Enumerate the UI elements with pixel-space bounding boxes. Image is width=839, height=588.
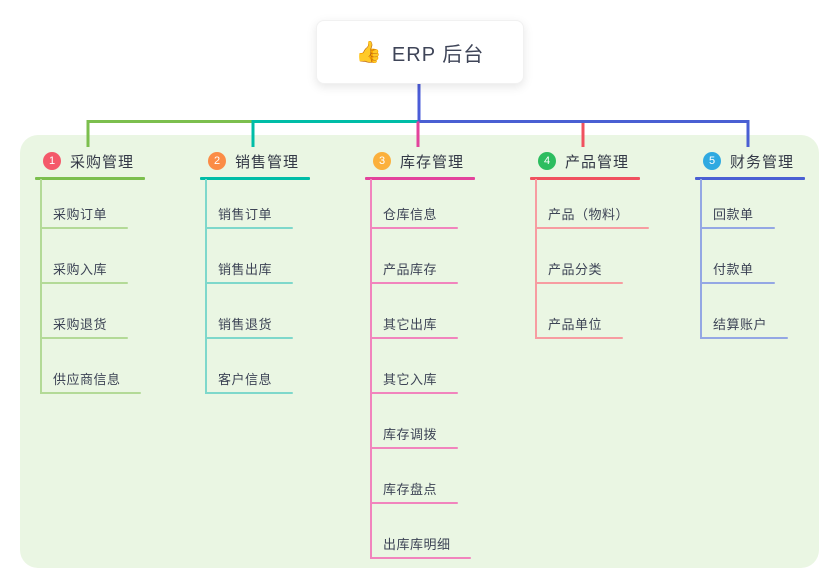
branch-label: 财务管理 xyxy=(730,153,795,171)
child-node[interactable]: 产品（物料） xyxy=(535,205,649,229)
child-node[interactable]: 库存盘点 xyxy=(370,480,458,504)
child-underline xyxy=(370,557,471,559)
branch-node-3[interactable]: 3 库存管理 xyxy=(365,145,525,177)
child-node[interactable]: 出库库明细 xyxy=(370,535,471,559)
branch-column-3: 3 库存管理仓库信息产品库存其它出库其它入库库存调拨库存盘点出库库明细 xyxy=(365,145,525,559)
child-connector-line xyxy=(40,179,42,394)
child-node[interactable]: 产品单位 xyxy=(535,315,623,339)
branch-number-badge: 1 xyxy=(43,152,61,170)
child-underline xyxy=(700,227,775,229)
child-node[interactable]: 销售退货 xyxy=(205,315,293,339)
child-node-label: 其它出库 xyxy=(383,317,438,332)
child-underline xyxy=(700,282,775,284)
child-node-label: 回款单 xyxy=(713,207,754,222)
thumbs-up-icon: 👍 xyxy=(355,40,382,64)
branch-column-4: 4 产品管理产品（物料） 产品分类产品单位 xyxy=(530,145,690,339)
child-underline xyxy=(535,337,623,339)
child-node[interactable]: 产品分类 xyxy=(535,260,623,284)
child-underline xyxy=(370,392,458,394)
branch-underline xyxy=(530,177,640,180)
child-node-label: 销售退货 xyxy=(218,317,273,332)
child-node[interactable]: 结算账户 xyxy=(700,315,788,339)
branch-underline xyxy=(200,177,310,180)
child-node-label: 其它入库 xyxy=(383,372,438,387)
branch-node-2[interactable]: 2 销售管理 xyxy=(200,145,360,177)
child-underline xyxy=(535,282,623,284)
child-node-label: 产品分类 xyxy=(548,262,603,277)
branch-label: 库存管理 xyxy=(400,153,465,171)
child-underline xyxy=(700,337,788,339)
branch-column-1: 1 采购管理采购订单采购入库采购退货供应商信息 xyxy=(35,145,195,394)
child-underline xyxy=(205,392,293,394)
child-node-label: 产品单位 xyxy=(548,317,603,332)
branch-label: 销售管理 xyxy=(235,153,300,171)
branch-underline xyxy=(365,177,475,180)
child-underline xyxy=(205,227,293,229)
child-node[interactable]: 采购订单 xyxy=(40,205,128,229)
child-connector-line xyxy=(205,179,207,394)
child-node-label: 产品库存 xyxy=(383,262,438,277)
child-node-label: 产品（物料） xyxy=(548,207,630,222)
child-underline xyxy=(205,337,293,339)
root-node-label: ERP 后台 xyxy=(391,43,485,66)
child-connector-line xyxy=(535,179,537,339)
child-node[interactable]: 回款单 xyxy=(700,205,775,229)
child-underline xyxy=(205,282,293,284)
child-node-label: 库存盘点 xyxy=(383,482,438,497)
branch-underline xyxy=(695,177,805,180)
branch-column-5: 5 财务管理回款单付款单结算账户 xyxy=(695,145,839,339)
child-node-label: 结算账户 xyxy=(713,317,768,332)
child-node-label: 采购订单 xyxy=(53,207,108,222)
child-node-label: 供应商信息 xyxy=(53,372,121,387)
child-node[interactable]: 其它入库 xyxy=(370,370,458,394)
child-node[interactable]: 采购入库 xyxy=(40,260,128,284)
child-node[interactable]: 销售订单 xyxy=(205,205,293,229)
child-node[interactable]: 销售出库 xyxy=(205,260,293,284)
child-node-label: 仓库信息 xyxy=(383,207,438,222)
child-node-label: 库存调拨 xyxy=(383,427,438,442)
mindmap-canvas-panel xyxy=(20,135,819,568)
child-node-label: 采购退货 xyxy=(53,317,108,332)
root-node[interactable]: 👍 ERP 后台 xyxy=(316,20,524,84)
branch-number-badge: 5 xyxy=(703,152,721,170)
child-node[interactable]: 仓库信息 xyxy=(370,205,458,229)
branch-underline xyxy=(35,177,145,180)
child-underline xyxy=(535,227,649,229)
child-node-label: 销售出库 xyxy=(218,262,273,277)
child-node-label: 出库库明细 xyxy=(383,537,451,552)
child-node[interactable]: 付款单 xyxy=(700,260,775,284)
child-connector-line xyxy=(700,179,702,339)
child-underline xyxy=(40,392,141,394)
branch-number-badge: 4 xyxy=(538,152,556,170)
child-connector-line xyxy=(370,179,372,559)
child-underline xyxy=(370,502,458,504)
child-node-label: 采购入库 xyxy=(53,262,108,277)
child-underline xyxy=(40,282,128,284)
child-underline xyxy=(370,227,458,229)
child-underline xyxy=(40,227,128,229)
branch-node-4[interactable]: 4 产品管理 xyxy=(530,145,690,177)
child-node-label: 销售订单 xyxy=(218,207,273,222)
branch-node-1[interactable]: 1 采购管理 xyxy=(35,145,195,177)
child-underline xyxy=(370,337,458,339)
branch-node-5[interactable]: 5 财务管理 xyxy=(695,145,839,177)
child-underline xyxy=(40,337,128,339)
child-node-label: 付款单 xyxy=(713,262,754,277)
branch-number-badge: 2 xyxy=(208,152,226,170)
child-underline xyxy=(370,447,458,449)
child-node[interactable]: 客户信息 xyxy=(205,370,293,394)
branch-label: 产品管理 xyxy=(565,153,630,171)
branch-label: 采购管理 xyxy=(70,153,135,171)
child-node[interactable]: 其它出库 xyxy=(370,315,458,339)
child-underline xyxy=(370,282,458,284)
child-node[interactable]: 采购退货 xyxy=(40,315,128,339)
child-node[interactable]: 库存调拨 xyxy=(370,425,458,449)
branch-column-2: 2 销售管理销售订单销售出库销售退货客户信息 xyxy=(200,145,360,394)
branch-number-badge: 3 xyxy=(373,152,391,170)
child-node[interactable]: 产品库存 xyxy=(370,260,458,284)
child-node-label: 客户信息 xyxy=(218,372,273,387)
child-node[interactable]: 供应商信息 xyxy=(40,370,141,394)
